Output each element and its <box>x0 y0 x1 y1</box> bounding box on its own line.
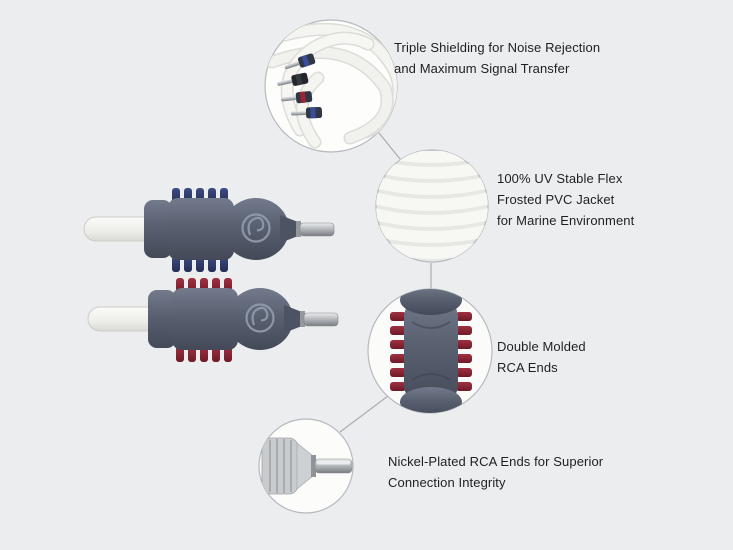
rca-cable-blue <box>83 188 335 272</box>
callout-label-triple-shielding: Triple Shielding for Noise Rejection and… <box>394 37 600 79</box>
brand-logo-icon <box>245 303 275 333</box>
pin-collar-bottom <box>300 311 305 327</box>
label-line: for Marine Environment <box>497 213 635 228</box>
red-fins <box>390 312 472 391</box>
leader-line-3 <box>339 395 389 433</box>
nickel-plug-closeup <box>261 437 353 495</box>
metal-pin-bottom <box>303 312 339 327</box>
grip-body-bottom <box>148 288 302 350</box>
callout-label-nickel-plated: Nickel-Plated RCA Ends for Superior Conn… <box>388 451 603 493</box>
coil-connector-tips <box>277 53 323 119</box>
brand-logo-icon <box>241 213 271 243</box>
label-line: RCA Ends <box>497 360 558 375</box>
label-line: Nickel-Plated RCA Ends for Superior <box>388 454 604 469</box>
coiled-cable-with-connectors <box>265 22 397 149</box>
label-line: and Maximum Signal Transfer <box>394 61 570 76</box>
label-line: Frosted PVC Jacket <box>497 192 615 207</box>
label-line: Triple Shielding for Noise Rejection <box>394 40 601 55</box>
leader-line-1 <box>378 132 405 165</box>
leader-lines <box>339 132 432 433</box>
label-line: Connection Integrity <box>388 475 506 490</box>
metal-pin-top <box>299 222 335 237</box>
pin-collar-top <box>296 221 301 237</box>
double-molded-grip-closeup <box>390 289 472 413</box>
callout-label-uv-jacket: 100% UV Stable Flex Frosted PVC Jacket f… <box>497 168 634 231</box>
plug-ribs <box>269 439 292 493</box>
rca-cable-red <box>87 278 339 362</box>
grip-body-top <box>144 198 298 260</box>
label-line: Double Molded <box>497 339 586 354</box>
callout-label-double-molded: Double Molded RCA Ends <box>497 336 586 378</box>
label-line: 100% UV Stable Flex <box>497 171 623 186</box>
